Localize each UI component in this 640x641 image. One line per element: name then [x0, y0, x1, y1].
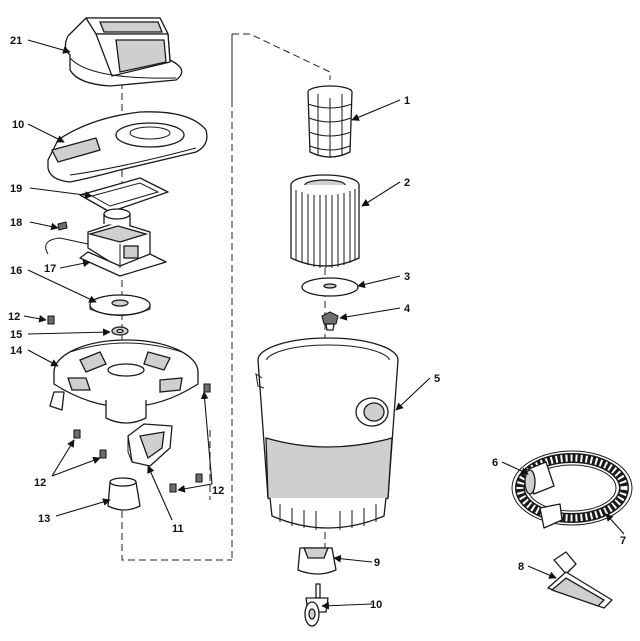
part-6-hose-cuff: [524, 461, 555, 495]
part-3-retainer-disk: [301, 277, 359, 297]
part-16-impeller: [89, 294, 151, 316]
callout-18: 18: [10, 217, 22, 229]
callout-9: 9: [374, 557, 380, 569]
callout-6: 6: [492, 457, 498, 469]
part-8-floor-nozzle: [547, 551, 613, 609]
callout-21: 21: [10, 35, 22, 47]
part-10-upper-housing: [47, 111, 208, 183]
leader-lines: [23, 39, 625, 610]
callout-2: 2: [404, 177, 410, 189]
part-13-cap: [107, 477, 141, 511]
callout-12-left: 12: [34, 477, 46, 489]
part-5-collection-tank: [255, 337, 399, 530]
callout-19: 19: [10, 183, 22, 195]
part-2-cartridge-filter: [290, 174, 360, 268]
callout-10-caster: 10: [370, 599, 382, 611]
callout-17: 17: [44, 263, 56, 275]
part-12-screws: [47, 315, 211, 493]
part-14-lid: [49, 339, 199, 424]
part-1-filter-cage: [307, 85, 353, 158]
part-15-washer: [111, 326, 129, 336]
callout-12-top: 12: [8, 311, 20, 323]
part-11-inlet-deflector: [127, 423, 173, 467]
callout-15: 15: [10, 329, 22, 341]
part-4-wing-nut: [321, 311, 339, 331]
callout-11: 11: [172, 523, 184, 535]
part-21-motor-cover: [64, 17, 183, 87]
callout-5: 5: [434, 373, 440, 385]
callout-13: 13: [38, 513, 50, 525]
callout-14: 14: [10, 345, 23, 357]
part-17-motor-assembly: [45, 208, 167, 277]
part-10-caster-wheel: [304, 583, 329, 627]
callout-labels: 21 10 19 18 17 16 12 15 14 12 12 13 11 1…: [8, 35, 626, 611]
callout-8: 8: [518, 561, 524, 573]
part-19-gasket: [79, 177, 169, 213]
callout-10-upper-housing: 10: [12, 119, 24, 131]
part-9-caster-mount: [297, 547, 337, 575]
part-18-screw: [57, 221, 68, 231]
callout-3: 3: [404, 271, 410, 283]
callout-7: 7: [620, 535, 626, 547]
callout-16: 16: [10, 265, 22, 277]
callout-4: 4: [404, 303, 411, 315]
callout-1: 1: [404, 95, 410, 107]
callout-12-right: 12: [212, 485, 224, 497]
